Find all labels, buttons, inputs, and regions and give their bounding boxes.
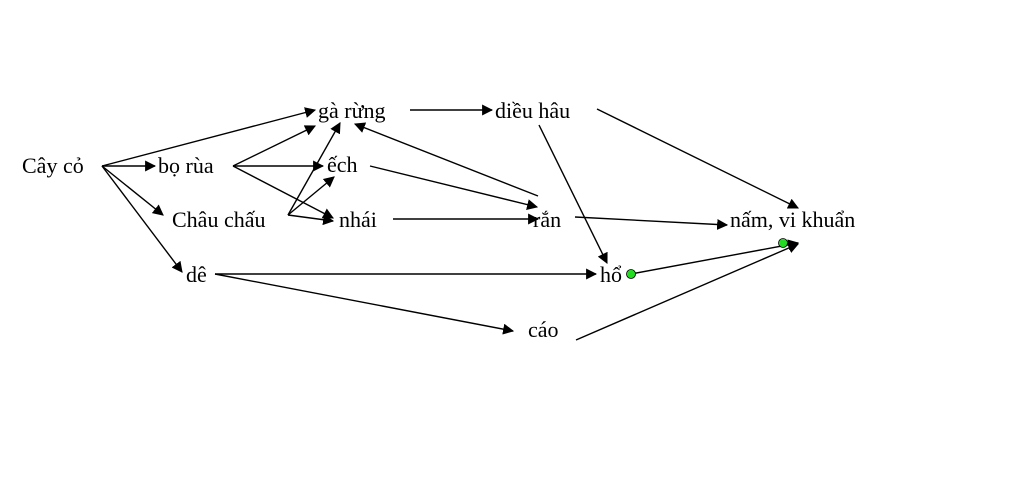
marker-layer: [626, 238, 788, 279]
node-ga-rung: gà rừng: [318, 98, 386, 123]
arrow-cao-to-nam-vi-khuan: [575, 242, 800, 341]
arrow-cay-co-to-chau-chau: [101, 165, 164, 216]
arrow-chau-chau-to-ech: [287, 176, 335, 216]
arrow-de-to-cao: [214, 273, 515, 335]
node-cay-co: Cây cỏ: [22, 153, 84, 178]
node-nhai: nhái: [339, 207, 377, 232]
arrow-dieu-hau-to-ho: [538, 124, 608, 264]
node-nam-vi-khuan: nấm, vi khuẩn: [730, 207, 855, 232]
green-dot-marker-ho: [626, 269, 636, 279]
arrow-chau-chau-to-nhai: [287, 214, 335, 226]
node-ran: rắn: [533, 207, 561, 232]
arrow-ran-to-ga-rung: [353, 122, 539, 197]
node-bo-rua: bọ rùa: [158, 153, 214, 178]
arrow-ran-to-nam-vi-khuan: [574, 216, 729, 230]
node-ech: ếch: [327, 152, 358, 177]
node-de: dê: [186, 262, 207, 287]
node-layer: Cây cỏ bọ rùa Châu chấu dê gà rừng ếch n…: [22, 98, 855, 342]
arrow-ho-to-nam-vi-khuan: [630, 239, 800, 275]
arrow-cay-co-to-ga-rung: [101, 107, 317, 167]
arrow-bo-rua-to-ga-rung: [232, 125, 316, 167]
arrow-cay-co-to-de: [101, 165, 183, 273]
node-cao: cáo: [528, 317, 559, 342]
arrow-chau-chau-to-ga-rung: [287, 122, 341, 216]
edge-layer: [101, 104, 800, 341]
arrow-dieu-hau-to-nam-vi-khuan: [596, 108, 799, 209]
green-dot-marker-nam-vi-khuan: [778, 238, 788, 248]
arrow-bo-rua-to-nhai: [232, 165, 334, 219]
arrow-ech-to-ran: [369, 165, 539, 210]
node-chau-chau: Châu chấu: [172, 207, 265, 232]
node-ho: hổ: [600, 262, 622, 287]
node-dieu-hau: diều hâu: [495, 98, 570, 123]
